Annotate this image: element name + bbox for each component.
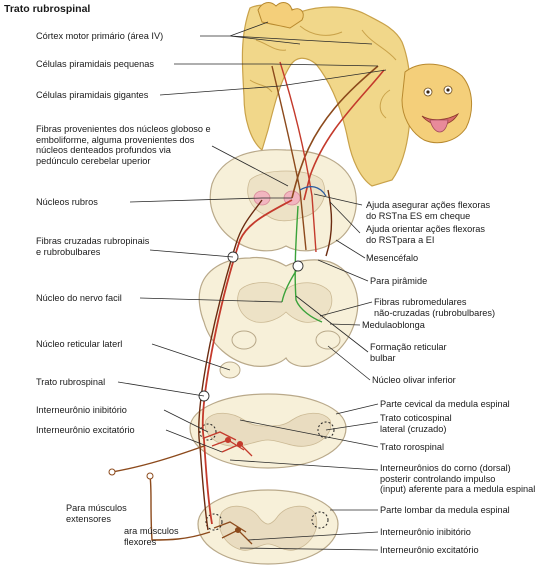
cervical-interneuron-cluster [203,431,253,457]
rubrospinal-cervical-circle [199,423,217,441]
label-inferior-olivary: Núcleo olivar inferior [372,375,456,385]
pyramidal-fiber-2 [279,61,317,253]
label-crossed-fibers: Fibras cruzadas rubropinais e rubrobulba… [36,236,150,257]
label-uncrossed-fibers: Fibras rubromedulares não-cruzadas (rubr… [374,297,496,318]
cerebellar-fiber [299,186,327,197]
label-excitatory-interneuron-2: Interneurônio excitatório [380,545,479,555]
label-to-flexor: ara músculos flexores [124,526,179,547]
label-lateral-reticular: Núcleo reticular laterl [36,339,123,349]
label-red-nuclei: Núcleos rubros [36,197,98,207]
corticorubral-fiber-2 [303,69,385,201]
label-giant-pyramidal: Células piramidais gigantes [36,90,149,100]
inferior-olive-right [315,330,341,350]
label-small-pyramidal: Células piramidais pequenas [36,59,154,69]
label-to-extensor: Para músculos extensores [66,503,127,524]
lumbar-gray-matter [218,505,318,551]
label-cortex-motor: Córtex motor primário (área IV) [36,31,164,41]
label-facial-nucleus: Núcleo do nervo facil [36,293,122,303]
label-fibers-from-nuclei: Fibras provenientes dos núcleos globoso … [36,124,211,166]
rubrospinal-crossed-fiber [201,199,293,525]
label-rubrospinal-tract: Trato rubrospinal [36,377,106,387]
label-pyramid: Para pirâmide [370,276,428,286]
label-inhibitory-interneuron: Interneurônio inibitório [36,405,127,415]
extensor-nerve-end [108,468,116,476]
figure-title: Trato rubrospinal [4,3,91,15]
pyramidal-fiber-1 [271,65,307,251]
rubrospinal-crossed-fiber-2 [198,199,263,531]
label-helps-secure: Ajuda asegurar ações flexoras do RSTna E… [366,200,491,221]
uncrossed-rubrobulbar [294,205,323,323]
homunculus-face-icon [401,63,472,144]
label-cervical-spinal: Parte cevical da medula espinal [380,399,510,409]
leader-lines-right [229,193,379,551]
lumbar-interneuron-cluster [213,521,253,545]
rubrospinal-lumbar-circle [205,513,223,531]
label-excitatory-interneuron: Interneurônio excitatório [36,425,135,435]
label-helps-orient: Ajuda orientar ações flexoras do RSTpara… [366,224,485,245]
crossing-marker-2 [292,260,304,272]
label-reticular-formation: Formação reticular bulbar [370,342,447,363]
label-inhibitory-interneuron-2: Interneurônio inibitório [380,527,471,537]
homunculus-hand-icon [257,2,304,29]
flexor-nerve-end [146,472,154,480]
label-rubrospinal-tract-2: Trato rorospinal [380,442,444,452]
flexor-nerve [149,475,211,541]
pyramid-descending [325,189,333,257]
corticospinal-lateral-circle [317,421,335,439]
corticospinal-lumbar-circle [311,511,329,529]
label-corticospinal-lateral: Trato coticospinal lateral (cruzado) [380,413,452,434]
cortex-folds [249,25,397,119]
label-midbrain: Mesencéfalo [366,253,419,263]
extensor-nerve [111,445,205,473]
label-lumbar-spinal: Parte lombar da medula espinal [380,505,510,515]
label-medulla: Medulaoblonga [362,320,425,330]
label-dorsal-horn: Interneurônios do corno (dorsal) posteri… [380,463,536,495]
inferior-olive-left [231,330,257,350]
leader-lines-left [117,21,387,453]
